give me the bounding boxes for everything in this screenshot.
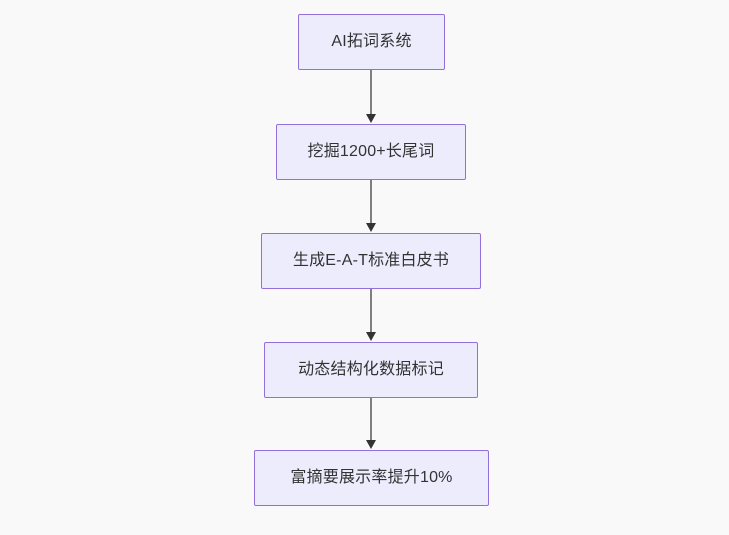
edge-connector-4	[370, 398, 372, 442]
edge-arrowhead-3	[365, 332, 376, 341]
flow-node-label: 挖掘1200+长尾词	[307, 143, 435, 161]
edge-arrowhead-4	[365, 440, 376, 449]
flow-node-structured-data-markup[interactable]: 动态结构化数据标记	[264, 342, 478, 398]
flow-node-eat-whitepaper[interactable]: 生成E-A-T标准白皮书	[261, 233, 481, 289]
flow-node-label: 动态结构化数据标记	[298, 361, 444, 379]
flow-node-label: AI拓词系统	[331, 33, 412, 51]
edge-arrowhead-2	[365, 223, 376, 232]
flow-node-label: 富摘要展示率提升10%	[290, 469, 453, 487]
edge-connector-3	[370, 289, 372, 334]
flow-node-rich-snippet-result[interactable]: 富摘要展示率提升10%	[254, 450, 489, 506]
edge-arrowhead-1	[365, 114, 376, 123]
edge-connector-1	[370, 70, 372, 116]
edge-connector-2	[370, 180, 372, 225]
flow-node-ai-keyword-system[interactable]: AI拓词系统	[298, 14, 445, 70]
flow-node-longtail-keywords[interactable]: 挖掘1200+长尾词	[276, 124, 466, 180]
flow-node-label: 生成E-A-T标准白皮书	[292, 252, 450, 270]
